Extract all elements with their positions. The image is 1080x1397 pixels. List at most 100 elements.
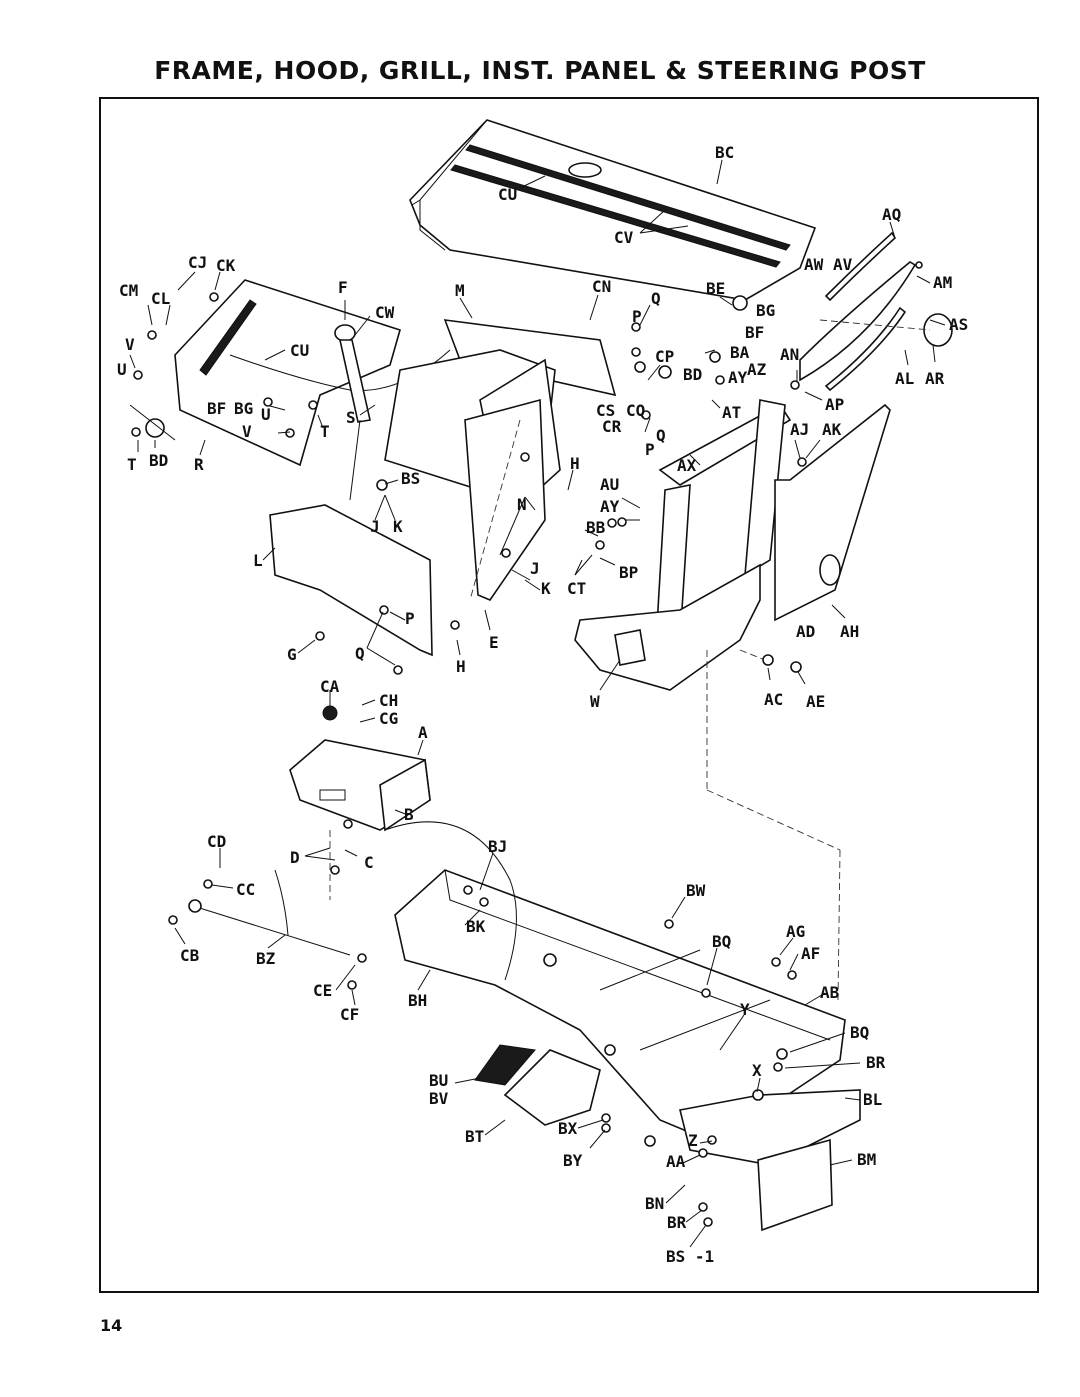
label-CT: CT <box>567 579 586 598</box>
label-AY1: AY <box>728 368 748 387</box>
label-A: A <box>418 723 428 742</box>
fasteners <box>131 261 923 1227</box>
label-AS: AS <box>949 315 968 334</box>
label-BF2: BF <box>745 323 764 342</box>
label-P2: P <box>645 440 655 459</box>
label-CH: CH <box>379 691 398 710</box>
label-CF: CF <box>340 1005 359 1024</box>
label-CV: CV <box>614 228 634 247</box>
label-CS: CS <box>596 401 615 420</box>
label-BU: BU <box>429 1071 448 1090</box>
instrument-box <box>289 739 431 832</box>
label-CA: CA <box>320 677 340 696</box>
label-AK: AK <box>822 420 842 439</box>
label-AX: AX <box>677 456 697 475</box>
label-J2: J <box>530 559 540 578</box>
label-AW: AW <box>804 255 824 274</box>
label-BB: BB <box>586 518 606 537</box>
label-Q3: Q <box>355 644 365 663</box>
label-CM: CM <box>119 281 138 300</box>
label-K2: K <box>541 579 551 598</box>
label-BY: BY <box>563 1151 583 1170</box>
label-U2: U <box>261 405 271 424</box>
label-Q2: Q <box>656 426 666 445</box>
label-BF: BF <box>207 399 226 418</box>
label-BN: BN <box>645 1194 664 1213</box>
label-E: E <box>489 633 499 652</box>
label-CJ: CJ <box>188 253 207 272</box>
knob <box>322 705 338 721</box>
grill <box>799 231 953 392</box>
wire <box>384 821 517 981</box>
label-BZ: BZ <box>256 949 276 968</box>
label-AU: AU <box>600 475 619 494</box>
label-R: R <box>194 455 204 474</box>
part-labels: BC CU CV AQ AW AV AM AS AN AL AR AP AJ A… <box>117 143 968 1266</box>
label-CC: CC <box>236 880 255 899</box>
label-CQ: CQ <box>626 401 645 420</box>
label-BR1: BR <box>866 1053 886 1072</box>
label-K1: K <box>393 517 403 536</box>
label-F: F <box>338 278 348 297</box>
steering-post <box>334 324 371 501</box>
label-T1: T <box>320 422 330 441</box>
label-AM: AM <box>933 273 952 292</box>
main-frame <box>394 869 861 1232</box>
label-CP: CP <box>655 347 674 366</box>
label-AG: AG <box>786 922 805 941</box>
label-H1: H <box>570 454 580 473</box>
label-BL: BL <box>863 1090 882 1109</box>
label-W: W <box>590 692 600 711</box>
hood <box>409 119 817 301</box>
page-title: FRAME, HOOD, GRILL, INST. PANEL & STEERI… <box>154 56 926 85</box>
label-B: B <box>404 805 414 824</box>
label-BT: BT <box>465 1127 484 1146</box>
label-U1: U <box>117 360 127 379</box>
label-BS-1: BS -1 <box>666 1247 714 1266</box>
label-BR2: BR <box>667 1213 687 1232</box>
label-CG: CG <box>379 709 398 728</box>
page-number: 14 <box>100 1316 123 1335</box>
label-BQ2: BQ <box>850 1023 869 1042</box>
label-CU: CU <box>498 185 517 204</box>
label-T2: T <box>127 455 137 474</box>
label-AB: AB <box>820 983 840 1002</box>
label-H2: H <box>456 657 466 676</box>
label-BM: BM <box>857 1150 876 1169</box>
label-BD: BD <box>149 451 168 470</box>
label-AL: AL <box>895 369 914 388</box>
label-AZ: AZ <box>747 360 767 379</box>
label-AT: AT <box>722 403 741 422</box>
label-AH: AH <box>840 622 859 641</box>
label-BK: BK <box>466 917 486 936</box>
label-S: S <box>346 408 356 427</box>
label-AY2: AY <box>600 497 620 516</box>
label-BG2: BG <box>756 301 775 320</box>
linkage-rod <box>188 869 351 956</box>
label-AE: AE <box>806 692 825 711</box>
radiator-frame <box>574 399 792 691</box>
label-BW: BW <box>686 881 706 900</box>
alignment-lines <box>329 419 841 1001</box>
label-BE: BE <box>706 279 725 298</box>
label-CU2: CU <box>290 341 309 360</box>
label-N: N <box>517 495 527 514</box>
leader-lines <box>129 159 946 1248</box>
dash-center <box>384 319 617 601</box>
label-AC: AC <box>764 690 783 709</box>
label-BH: BH <box>408 991 427 1010</box>
label-CK: CK <box>216 256 236 275</box>
label-AR: AR <box>925 369 945 388</box>
label-BV: BV <box>429 1089 449 1108</box>
label-CN: CN <box>592 277 611 296</box>
label-BX: BX <box>558 1119 578 1138</box>
diagram-frame <box>99 97 1039 1293</box>
label-AF: AF <box>801 944 820 963</box>
label-BJ: BJ <box>488 837 507 856</box>
label-Q1: Q <box>651 289 661 308</box>
label-V2: V <box>242 422 252 441</box>
label-BP: BP <box>619 563 638 582</box>
label-X: X <box>752 1061 762 1080</box>
label-Y: Y <box>740 1000 750 1019</box>
